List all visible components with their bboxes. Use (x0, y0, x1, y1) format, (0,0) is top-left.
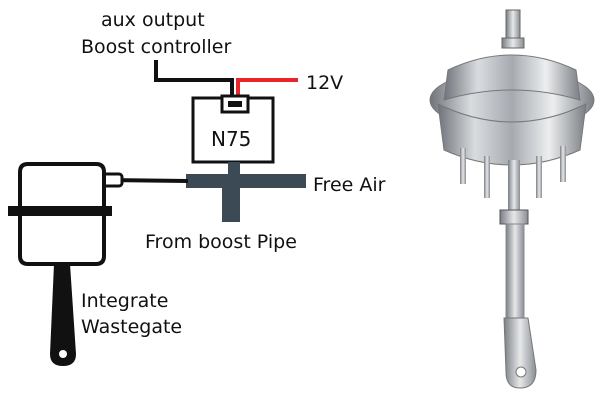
power-label: 12V (306, 72, 343, 94)
valve-stem (228, 162, 240, 174)
valve-label: N75 (211, 128, 251, 150)
signal-wire (156, 60, 232, 100)
wastegate-label-line2: Wastegate (81, 316, 182, 338)
rod-eye (59, 350, 67, 358)
boost-controller-label: Boost controller (81, 36, 231, 58)
aux-output-label: aux output (101, 9, 205, 31)
schematic-drawing (0, 0, 420, 396)
free-air-pipe (186, 174, 306, 188)
wastegate-label-line1: Integrate (81, 290, 168, 312)
connector-pins (228, 101, 242, 107)
canister-band (8, 206, 112, 216)
boost-pipe (222, 188, 240, 222)
free-air-label: Free Air (313, 174, 385, 196)
wastegate-actuator-photo (420, 0, 605, 396)
boost-pipe-label: From boost Pipe (145, 231, 297, 253)
